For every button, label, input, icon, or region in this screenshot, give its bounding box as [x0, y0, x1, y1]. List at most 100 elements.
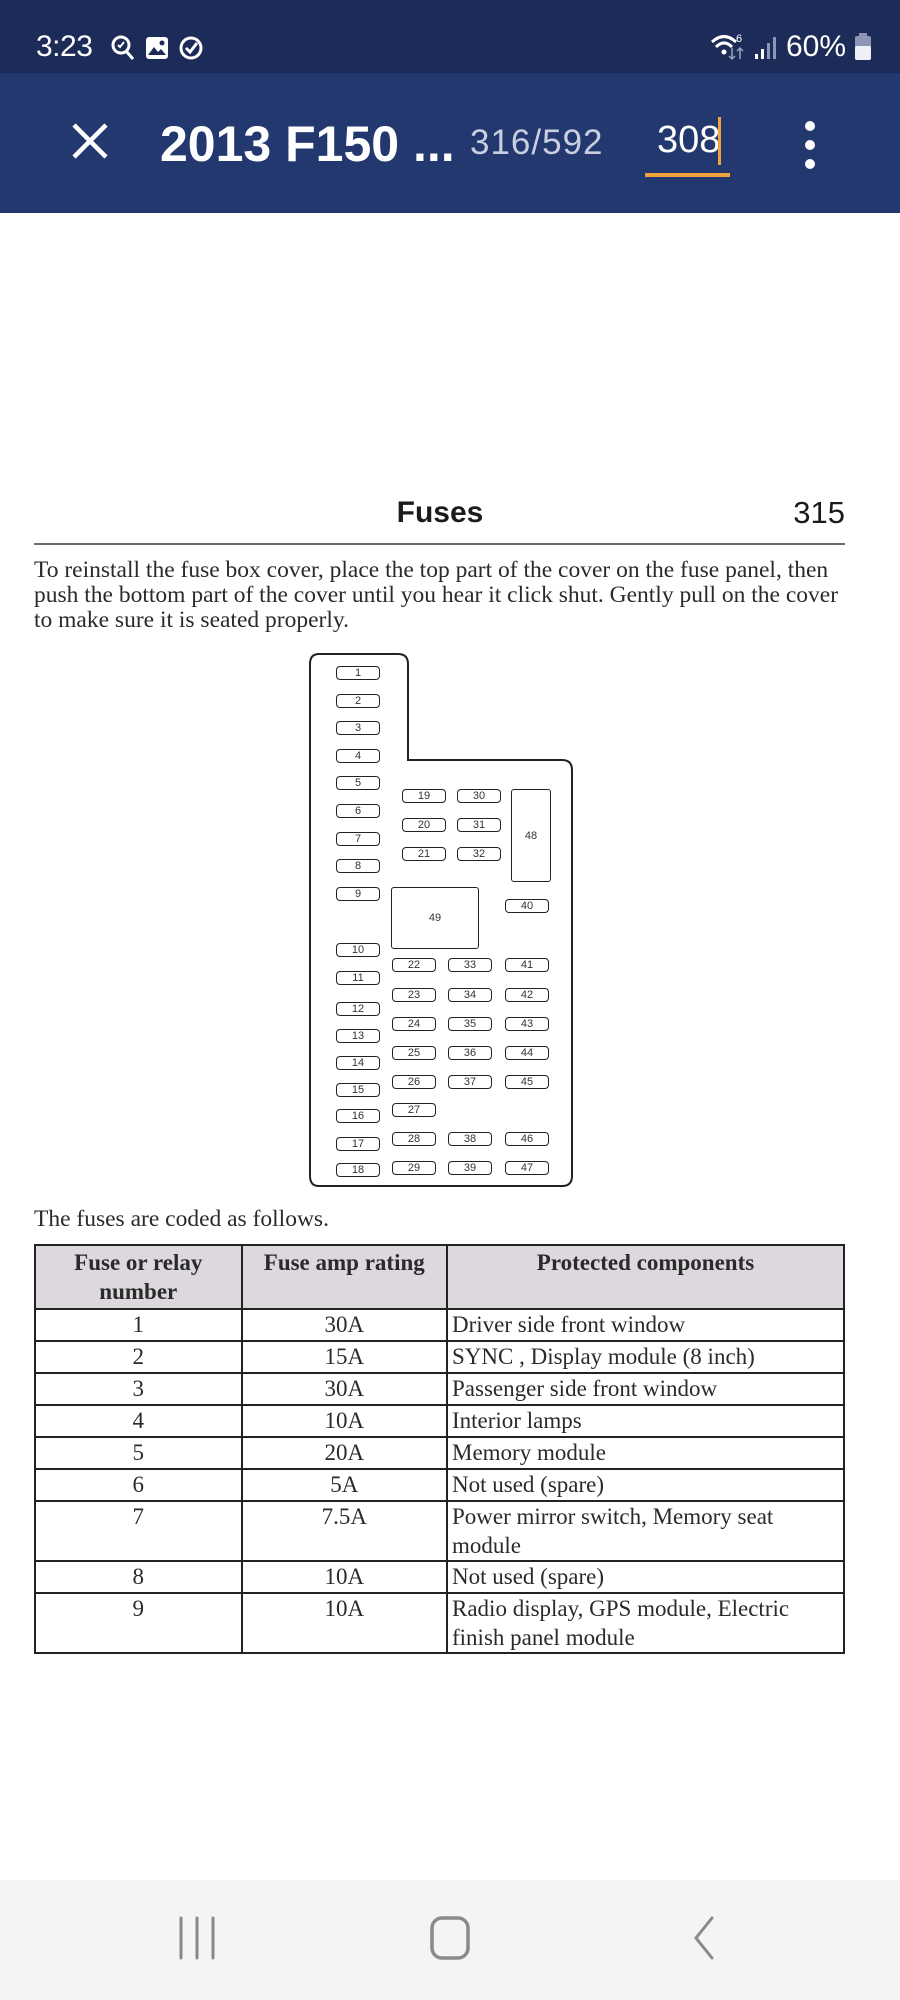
fuse-rating: 30A: [240, 1372, 449, 1406]
back-chevron-icon: [694, 1916, 714, 1960]
recent-apps-button[interactable]: [162, 1908, 232, 1968]
fuse-slot[interactable]: 20: [402, 818, 446, 832]
fuse-slot[interactable]: 42: [505, 988, 549, 1002]
fuse-slot[interactable]: 23: [392, 988, 436, 1002]
column-header-rating: Fuse amp rating: [240, 1244, 449, 1310]
fuse-slot[interactable]: 33: [448, 958, 492, 972]
fuse-components: Not used (spare): [446, 1468, 845, 1502]
fuse-slot[interactable]: 17: [336, 1137, 380, 1151]
page-count: 316/592: [470, 123, 604, 162]
fuse-slot[interactable]: 22: [392, 958, 436, 972]
fuse-number: 5: [34, 1436, 243, 1470]
fuse-number: 8: [34, 1560, 243, 1594]
fuse-components: Driver side front window: [446, 1308, 845, 1342]
fuse-rating: 30A: [240, 1308, 449, 1342]
fuse-slot[interactable]: 47: [505, 1161, 549, 1175]
gallery-notification-icon: [146, 37, 168, 59]
fuse-slot[interactable]: 3: [336, 721, 380, 735]
fuse-components: Not used (spare): [446, 1560, 845, 1594]
fuse-slot[interactable]: 4: [336, 749, 380, 763]
fuse-slot[interactable]: 37: [448, 1075, 492, 1089]
fuse-slot[interactable]: 49: [391, 887, 479, 949]
fuse-slot[interactable]: 28: [392, 1132, 436, 1146]
more-options-button[interactable]: [795, 117, 825, 173]
fuse-slot[interactable]: 32: [457, 847, 501, 861]
fuse-slot[interactable]: 24: [392, 1017, 436, 1031]
fuse-slot[interactable]: 13: [336, 1029, 380, 1043]
fuse-slot[interactable]: 15: [336, 1083, 380, 1097]
fuse-slot[interactable]: 19: [402, 789, 446, 803]
table-caption: The fuses are coded as follows.: [34, 1206, 329, 1232]
fuse-number: 3: [34, 1372, 243, 1406]
battery-percent: 60%: [785, 30, 846, 63]
fuse-slot[interactable]: 31: [457, 818, 501, 832]
fuse-slot[interactable]: 2: [336, 694, 380, 708]
battery-icon: [855, 33, 871, 60]
fuse-components: Power mirror switch, Memory seat module: [446, 1500, 845, 1562]
fuse-slot[interactable]: 12: [336, 1002, 380, 1016]
page-number-field[interactable]: [645, 113, 730, 177]
fuse-slot[interactable]: 26: [392, 1075, 436, 1089]
header-rule: [34, 543, 845, 545]
fuse-slot[interactable]: 6: [336, 804, 380, 818]
system-navigation-bar: [0, 1880, 900, 2000]
fuse-components: SYNC , Display module (8 inch): [446, 1340, 845, 1374]
fuse-slot[interactable]: 40: [505, 899, 549, 913]
fuse-slot[interactable]: 7: [336, 832, 380, 846]
fuse-slot[interactable]: 45: [505, 1075, 549, 1089]
fuse-slot[interactable]: 29: [392, 1161, 436, 1175]
home-button[interactable]: [414, 1908, 484, 1968]
fuse-slot[interactable]: 14: [336, 1056, 380, 1070]
fuse-rating: 10A: [240, 1404, 449, 1438]
fuse-number: 2: [34, 1340, 243, 1374]
fuse-slot[interactable]: 43: [505, 1017, 549, 1031]
close-button[interactable]: [66, 117, 114, 165]
document-page[interactable]: Fuses 315 To reinstall the fuse box cove…: [0, 213, 900, 1878]
fuse-slot[interactable]: 11: [336, 971, 380, 985]
fuse-number: 1: [34, 1308, 243, 1342]
fuse-slot[interactable]: 36: [448, 1046, 492, 1060]
fuse-slot[interactable]: 5: [336, 776, 380, 790]
fuse-slot[interactable]: 30: [457, 789, 501, 803]
recent-apps-icon: [179, 1916, 215, 1960]
status-time: 3:23: [36, 30, 93, 63]
fuse-slot[interactable]: 46: [505, 1132, 549, 1146]
fuse-slot[interactable]: 21: [402, 847, 446, 861]
fuse-slot[interactable]: 38: [448, 1132, 492, 1146]
fuse-slot[interactable]: 48: [511, 789, 551, 882]
fuse-slot[interactable]: 35: [448, 1017, 492, 1031]
fuse-slot[interactable]: 8: [336, 859, 380, 873]
intro-paragraph: To reinstall the fuse box cover, place t…: [34, 557, 839, 633]
fuse-slot[interactable]: 27: [392, 1103, 436, 1117]
status-bar: 3:23 6 60%: [0, 0, 900, 73]
page-input-underline: [645, 173, 730, 177]
fuse-number: 9: [34, 1592, 243, 1654]
fuse-slot[interactable]: 39: [448, 1161, 492, 1175]
cell-signal-icon: [754, 37, 776, 59]
fuse-slot[interactable]: 10: [336, 943, 380, 957]
column-header-number: Fuse or relay number: [34, 1244, 243, 1310]
fuse-number: 4: [34, 1404, 243, 1438]
more-vert-icon-dot: [805, 121, 815, 131]
fuse-slot[interactable]: 9: [336, 887, 380, 901]
page-number-input[interactable]: [645, 113, 725, 168]
search-notification-icon: [111, 35, 135, 60]
fuse-slot[interactable]: 25: [392, 1046, 436, 1060]
fuse-slot[interactable]: 1: [336, 666, 380, 680]
back-button[interactable]: [670, 1908, 740, 1968]
fuse-slot[interactable]: 16: [336, 1109, 380, 1123]
fuse-slot[interactable]: 18: [336, 1163, 380, 1177]
fuse-slot[interactable]: 44: [505, 1046, 549, 1060]
fuse-panel-outline: [309, 653, 573, 1187]
fuse-slot[interactable]: 34: [448, 988, 492, 1002]
notification-icons: [110, 34, 204, 62]
home-icon: [430, 1916, 470, 1960]
fuse-slot[interactable]: 41: [505, 958, 549, 972]
